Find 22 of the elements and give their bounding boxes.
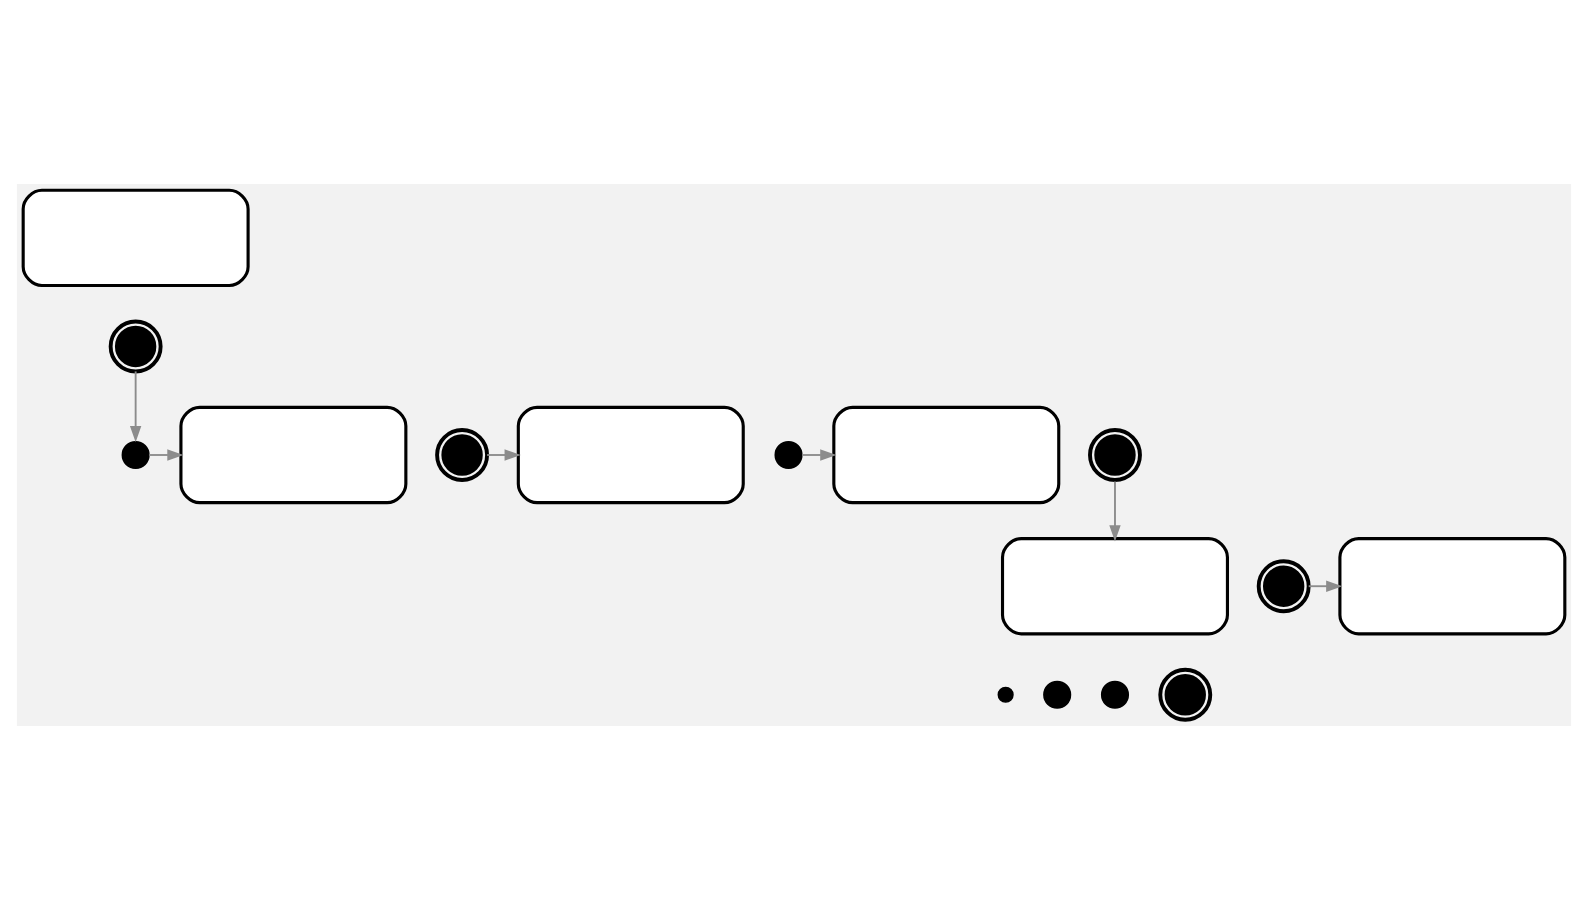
- node-dot: [997, 685, 1014, 702]
- node-box: [516, 404, 745, 504]
- arrow: [148, 448, 184, 460]
- arrow: [1307, 579, 1343, 591]
- node-circle: [1100, 679, 1130, 708]
- node-circle: [1256, 558, 1311, 613]
- arrow: [801, 448, 837, 460]
- node-circle: [121, 439, 150, 469]
- node-box: [179, 404, 408, 504]
- arrow: [129, 369, 142, 442]
- node-circle: [1088, 427, 1142, 481]
- node-circle: [1043, 679, 1072, 708]
- arrow: [1109, 479, 1121, 541]
- node-box: [1338, 536, 1567, 635]
- node-circle: [108, 318, 163, 373]
- node-box: [21, 187, 250, 287]
- node-box: [1000, 536, 1229, 635]
- node-circle: [435, 427, 489, 481]
- node-circle: [1158, 666, 1213, 721]
- node-box: [832, 404, 1061, 504]
- node-circle: [774, 439, 803, 469]
- arrow: [486, 448, 521, 460]
